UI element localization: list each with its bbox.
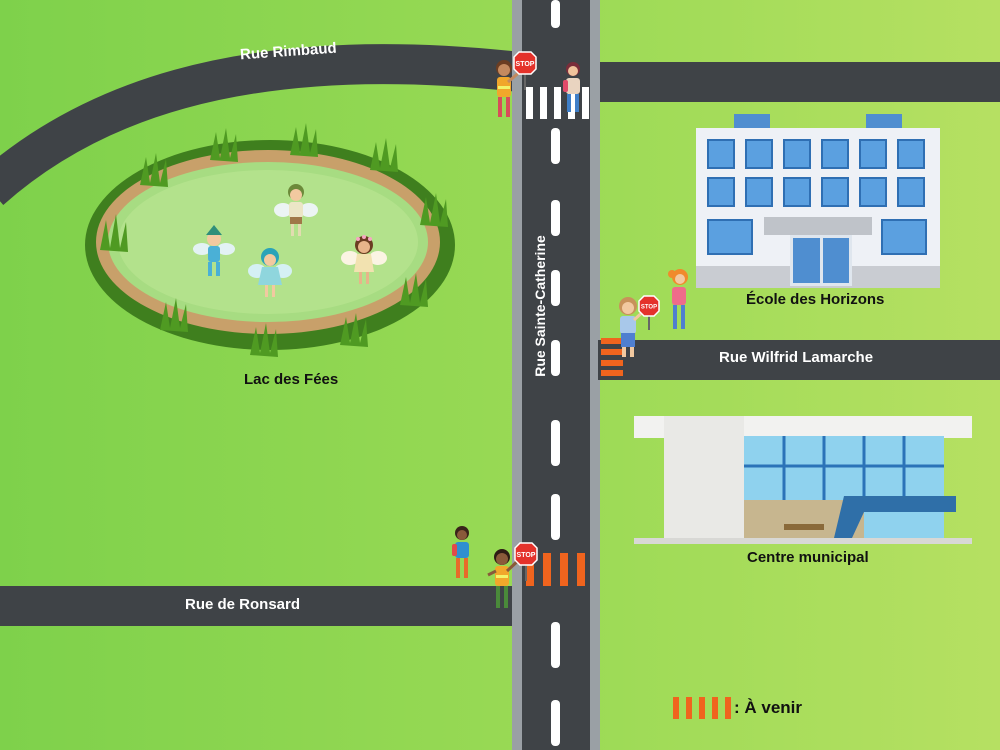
svg-text:STOP: STOP (517, 552, 536, 559)
crossing-guard-icon (619, 297, 648, 357)
fairy-icon (193, 225, 235, 276)
rue-de-ronsard-label: Rue de Ronsard (185, 596, 301, 613)
rue-de-ronsard-road (0, 586, 512, 626)
child-walking-icon (563, 62, 580, 112)
rue-sainte-catherine-label: Rue Sainte-Catherine (532, 235, 548, 377)
lane-dash (551, 700, 560, 746)
crossing-guard-icon (487, 549, 522, 608)
lane-dash (551, 420, 560, 466)
crosswalk-future-wilfrid (601, 338, 625, 378)
svg-text:STOP: STOP (516, 61, 535, 68)
lane-dash (551, 494, 560, 540)
lac-des-fees-pond (85, 123, 455, 357)
svg-text:STOP: STOP (641, 305, 657, 311)
crosswalk-future-ronsard (522, 553, 590, 586)
ecole-windows (707, 139, 927, 255)
rue-wilfrid-lamarche-road (598, 340, 1000, 380)
lac-des-fees-label: Lac des Fées (244, 371, 339, 388)
rue-wilfrid-lamarche-label: Rue Wilfrid Lamarche (719, 349, 874, 366)
centre-municipal-building (634, 416, 972, 544)
stop-sign-icon: STOP (513, 51, 537, 90)
lane-dash (551, 622, 560, 668)
crosswalk-white (524, 87, 590, 119)
lane-dash (551, 270, 560, 306)
crossing-guard-icon (496, 60, 523, 117)
centre-municipal-label: Centre municipal (747, 549, 869, 566)
lane-dash (551, 128, 560, 164)
sidewalk-east (590, 0, 600, 750)
ecole-des-horizons-label: École des Horizons (746, 291, 885, 308)
lane-dash (551, 0, 560, 28)
lane-dash (551, 340, 560, 376)
fairy-icon (341, 235, 387, 284)
rue-rimbaud-east-road (598, 62, 1000, 102)
child-walking-icon (668, 269, 688, 329)
lane-dash (551, 200, 560, 236)
legend-label: : À venir (734, 698, 803, 717)
sidewalk-west (512, 0, 522, 750)
fairy-icon (248, 248, 292, 297)
legend-future-crosswalk-swatch (673, 697, 731, 719)
stop-sign-icon: STOP (514, 542, 538, 581)
fairy-icon (274, 184, 318, 236)
child-walking-icon (452, 526, 469, 578)
stop-sign-icon: STOP (638, 295, 660, 330)
